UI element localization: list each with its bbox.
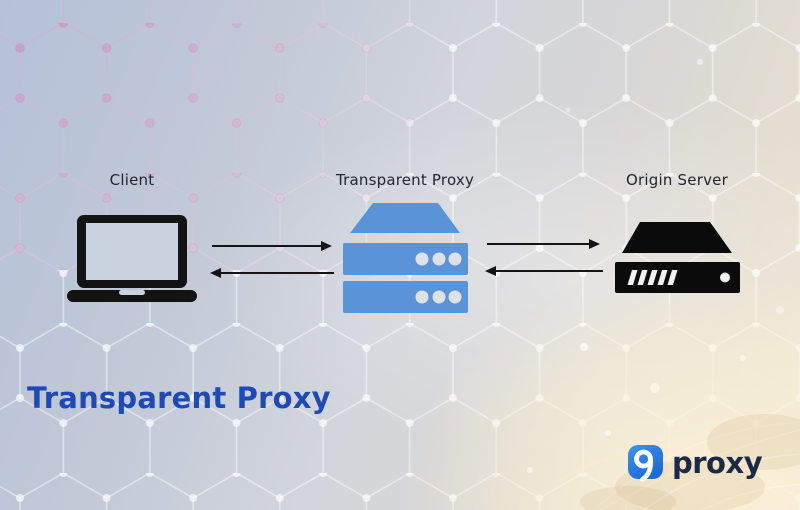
arrow-client-to-proxy (212, 241, 332, 251)
origin-server-label: Origin Server (626, 171, 728, 189)
server-icon (615, 222, 740, 293)
arrow-proxy-to-origin (487, 239, 600, 249)
page-title: Transparent Proxy (27, 381, 331, 415)
laptop-icon (67, 215, 197, 302)
proxy-server-icon (343, 203, 468, 313)
client-label: Client (109, 171, 155, 189)
logo-9-icon (628, 445, 663, 482)
transparent-proxy-label: Transparent Proxy (335, 171, 475, 189)
arrow-proxy-to-client (210, 268, 334, 278)
logo-wordmark: proxy (672, 445, 763, 480)
arrow-origin-to-proxy (485, 266, 603, 276)
brand-logo: proxy (628, 443, 763, 487)
